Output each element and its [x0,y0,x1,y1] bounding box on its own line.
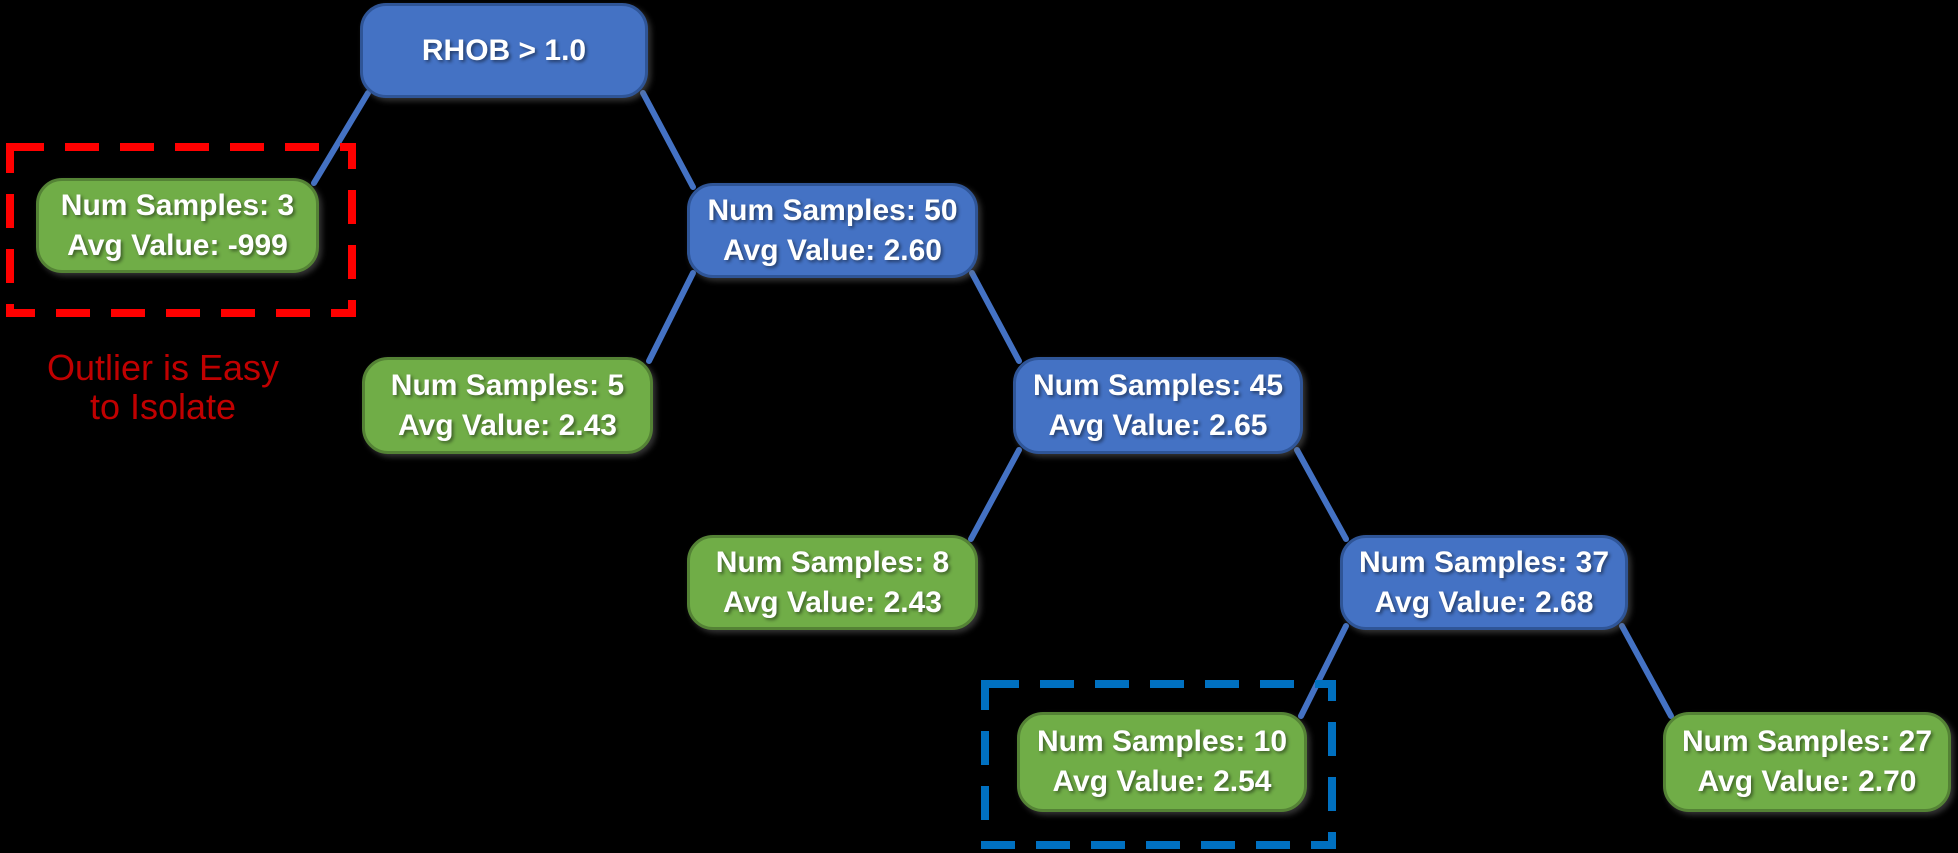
node-samples-label: Num Samples: 5 [390,368,625,402]
node-samples-label: Num Samples: 37 [1358,545,1610,579]
outlier-annotation: Outlier is Easy to Isolate [18,348,308,426]
tree-node-branch-45: Num Samples: 45 Avg Value: 2.65 [1013,357,1303,454]
node-avg-label: Avg Value: 2.43 [398,408,617,442]
edge-root-to-branch-50 [640,90,696,190]
node-avg-label: Avg Value: 2.65 [1048,408,1268,442]
node-samples-label: Num Samples: 10 [1036,725,1288,758]
node-samples-label: Num Samples: 8 [715,545,950,579]
tree-node-root: RHOB > 1.0 [360,3,648,98]
tree-node-leaf-27: Num Samples: 27 Avg Value: 2.70 [1663,712,1951,812]
tree-node-leaf-10: Num Samples: 10 Avg Value: 2.54 [1017,712,1307,812]
node-split-label: RHOB > 1.0 [421,33,587,67]
node-avg-label: Avg Value: 2.70 [1697,765,1917,798]
tree-node-leaf-5: Num Samples: 5 Avg Value: 2.43 [362,357,653,454]
node-avg-label: Avg Value: 2.68 [1374,585,1594,619]
annotation-line-2: to Isolate [89,386,237,427]
node-avg-label: Avg Value: 2.54 [1052,765,1272,798]
annotation-line-1: Outlier is Easy [46,347,280,388]
edge-branch-50-to-branch-45 [969,270,1022,364]
edge-root-to-leaf-outlier [311,90,371,186]
inlier-highlight-box [981,680,1336,849]
tree-node-leaf-8: Num Samples: 8 Avg Value: 2.43 [687,535,978,630]
node-avg-label: Avg Value: 2.43 [723,585,942,619]
tree-node-branch-50: Num Samples: 50 Avg Value: 2.60 [687,183,978,278]
node-samples-label: Num Samples: 27 [1681,725,1933,758]
node-avg-label: Avg Value: 2.60 [723,233,942,267]
edge-branch-37-to-leaf-27 [1619,623,1674,719]
edge-branch-50-to-leaf-5 [646,270,696,364]
outlier-highlight-box [6,143,356,317]
node-avg-label: Avg Value: -999 [67,228,288,262]
tree-node-branch-37: Num Samples: 37 Avg Value: 2.68 [1340,535,1628,630]
edge-branch-37-to-leaf-10 [1298,623,1349,719]
node-samples-label: Num Samples: 45 [1032,368,1284,402]
edge-branch-45-to-leaf-8 [968,447,1022,542]
node-samples-label: Num Samples: 3 [60,188,295,222]
tree-node-leaf-outlier: Num Samples: 3 Avg Value: -999 [36,178,319,273]
node-samples-label: Num Samples: 50 [707,193,958,227]
edge-branch-45-to-branch-37 [1294,447,1349,542]
